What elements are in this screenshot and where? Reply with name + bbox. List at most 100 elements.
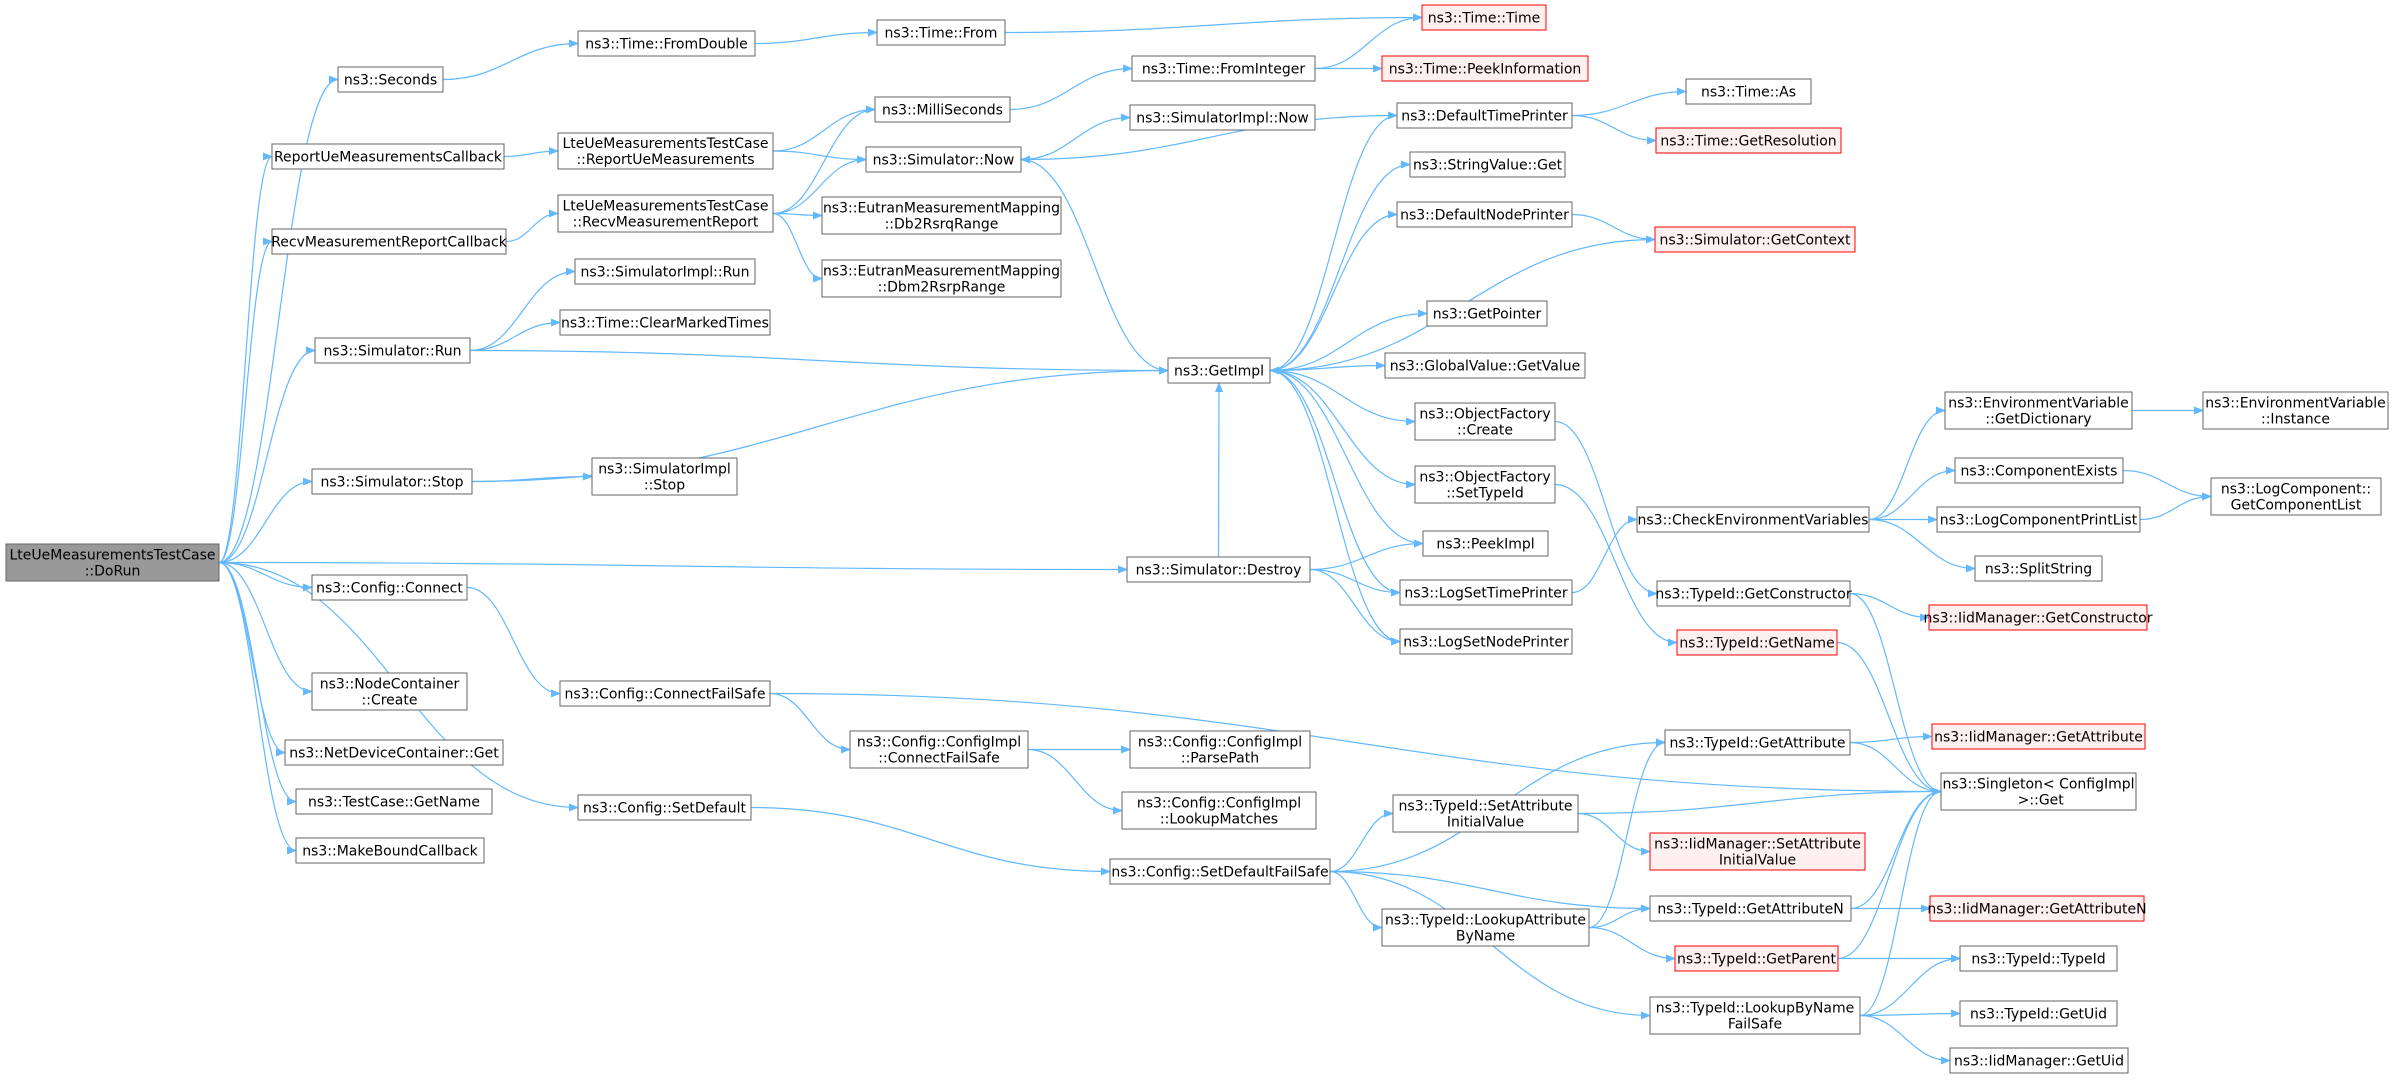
node-simimpl_stop[interactable]: ns3::SimulatorImpl::Stop [591,457,738,496]
node-typeid_getparent[interactable]: ns3::TypeId::GetParent [1674,945,1839,972]
node-box[interactable] [1959,945,2118,972]
node-testcase_getname[interactable]: ns3::TestCase::GetName [295,788,493,815]
node-box[interactable] [821,196,1062,235]
node-config_connect[interactable]: ns3::Config::Connect [311,574,468,601]
node-box[interactable] [1381,908,1590,947]
node-box[interactable] [1167,357,1271,384]
node-millis[interactable]: ns3::MilliSeconds [874,96,1011,123]
node-box[interactable] [1664,729,1851,756]
node-box[interactable] [1399,628,1573,655]
node-defnodeprinter[interactable]: ns3::DefaultNodePrinter [1396,201,1573,228]
node-typeid_getctor[interactable]: ns3::TypeId::GetConstructor [1655,580,1852,607]
node-box[interactable] [1396,201,1573,228]
node-box[interactable] [574,258,756,285]
node-recvcb[interactable]: RecvMeasurementReportCallback [271,228,508,255]
node-ndc_get[interactable]: ns3::NetDeviceContainer::Get [284,739,504,766]
node-box[interactable] [1129,730,1311,769]
node-box[interactable] [1392,794,1579,833]
node-box[interactable] [295,837,485,864]
node-box[interactable] [1636,506,1870,533]
node-reportcb[interactable]: ReportUeMeasurementsCallback [271,143,505,170]
node-logsettime[interactable]: ns3::LogSetTimePrinter [1399,579,1573,606]
node-makebound[interactable]: ns3::MakeBoundCallback [295,837,485,864]
node-logprintlist[interactable]: ns3::LogComponentPrintList [1936,506,2141,533]
node-simimpl_now[interactable]: ns3::SimulatorImpl::Now [1129,104,1316,131]
node-box[interactable] [1384,352,1586,379]
node-deftimeprinter[interactable]: ns3::DefaultTimePrinter [1396,102,1573,129]
node-typeid_getattr[interactable]: ns3::TypeId::GetAttribute [1664,729,1851,756]
node-box[interactable] [1959,1000,2118,1027]
node-checkenv[interactable]: ns3::CheckEnvironmentVariables [1636,506,1870,533]
node-peekimpl[interactable]: ns3::PeekImpl [1422,530,1549,557]
node-box[interactable] [876,19,1006,46]
node-time_getres[interactable]: ns3::Time::GetResolution [1655,127,1842,154]
node-nc_create[interactable]: ns3::NodeContainer::Create [311,672,468,711]
node-box[interactable] [591,457,738,496]
node-box[interactable] [271,143,505,170]
node-ci_cfs[interactable]: ns3::Config::ConfigImpl::ConnectFailSafe [849,730,1029,769]
node-tc_recv[interactable]: LteUeMeasurementsTestCase::RecvMeasureme… [557,194,774,233]
node-time_as[interactable]: ns3::Time::As [1685,78,1812,105]
node-singleton[interactable]: ns3::Singleton< ConfigImpl >::Get [1940,772,2137,811]
node-box[interactable] [1654,226,1856,253]
node-box[interactable] [1126,556,1311,583]
node-config_cfs[interactable]: ns3::Config::ConnectFailSafe [559,680,771,707]
node-ci_parse[interactable]: ns3::Config::ConfigImpl::ParsePath [1129,730,1311,769]
node-box[interactable] [577,794,752,821]
node-box[interactable] [1409,151,1566,178]
node-box[interactable] [1649,895,1852,922]
node-box[interactable] [337,66,444,93]
node-time_fromint[interactable]: ns3::Time::FromInteger [1131,55,1316,82]
node-box[interactable] [1414,465,1556,504]
node-box[interactable] [849,730,1029,769]
node-box[interactable] [1131,55,1316,82]
node-config_setdefault[interactable]: ns3::Config::SetDefault [577,794,752,821]
node-typeid_getname[interactable]: ns3::TypeId::GetName [1676,629,1838,656]
node-box[interactable] [5,543,220,582]
node-logsetnode[interactable]: ns3::LogSetNodePrinter [1399,628,1573,655]
node-logcomplist[interactable]: ns3::LogComponent::GetComponentList [2210,477,2382,516]
node-getimpl[interactable]: ns3::GetImpl [1167,357,1271,384]
node-root[interactable]: LteUeMeasurementsTestCase::DoRun [5,543,220,582]
node-box[interactable] [1954,457,2124,484]
node-box[interactable] [577,30,756,57]
node-box[interactable] [311,574,468,601]
node-iid_getuid[interactable]: ns3::IidManager::GetUid [1949,1047,2129,1074]
node-typeid_typeid[interactable]: ns3::TypeId::TypeId [1959,945,2118,972]
node-box[interactable] [1685,78,1812,105]
node-tc_report[interactable]: LteUeMeasurementsTestCase::ReportUeMeasu… [557,132,774,170]
node-typeid_getuid[interactable]: ns3::TypeId::GetUid [1959,1000,2118,1027]
node-splitstring[interactable]: ns3::SplitString [1974,555,2103,582]
node-box[interactable] [874,96,1011,123]
node-iid_setattr[interactable]: ns3::IidManager::SetAttributeInitialValu… [1649,832,1866,871]
node-sim_run[interactable]: ns3::Simulator::Run [314,337,471,364]
node-box[interactable] [1649,996,1861,1035]
node-box[interactable] [1422,530,1549,557]
node-config_sdfs[interactable]: ns3::Config::SetDefaultFailSafe [1109,858,1331,885]
node-box[interactable] [1426,300,1548,327]
node-iid_getctor[interactable]: ns3::IidManager::GetConstructor [1923,604,2153,631]
node-dbm2rsrp[interactable]: ns3::EutranMeasurementMapping::Dbm2RsrpR… [821,259,1062,298]
node-box[interactable] [1944,391,2133,430]
node-compexists[interactable]: ns3::ComponentExists [1954,457,2124,484]
node-box[interactable] [311,468,473,495]
node-iid_getattr[interactable]: ns3::IidManager::GetAttribute [1931,723,2146,750]
node-sim_now[interactable]: ns3::Simulator::Now [865,146,1022,173]
node-box[interactable] [314,337,471,364]
node-box[interactable] [1414,402,1556,441]
node-simimpl_run[interactable]: ns3::SimulatorImpl::Run [574,258,756,285]
node-env_instance[interactable]: ns3::EnvironmentVariable::Instance [2202,391,2389,430]
node-box[interactable] [1396,102,1573,129]
node-sim_getctx[interactable]: ns3::Simulator::GetContext [1654,226,1856,253]
node-of_settypeid[interactable]: ns3::ObjectFactory::SetTypeId [1414,465,1556,504]
node-box[interactable] [1381,55,1589,82]
node-typeid_getattrn[interactable]: ns3::TypeId::GetAttributeN [1649,895,1852,922]
node-box[interactable] [557,194,774,233]
node-box[interactable] [271,228,507,255]
node-box[interactable] [559,680,771,707]
node-sim_stop[interactable]: ns3::Simulator::Stop [311,468,473,495]
node-box[interactable] [1974,555,2103,582]
node-time_from[interactable]: ns3::Time::From [876,19,1006,46]
